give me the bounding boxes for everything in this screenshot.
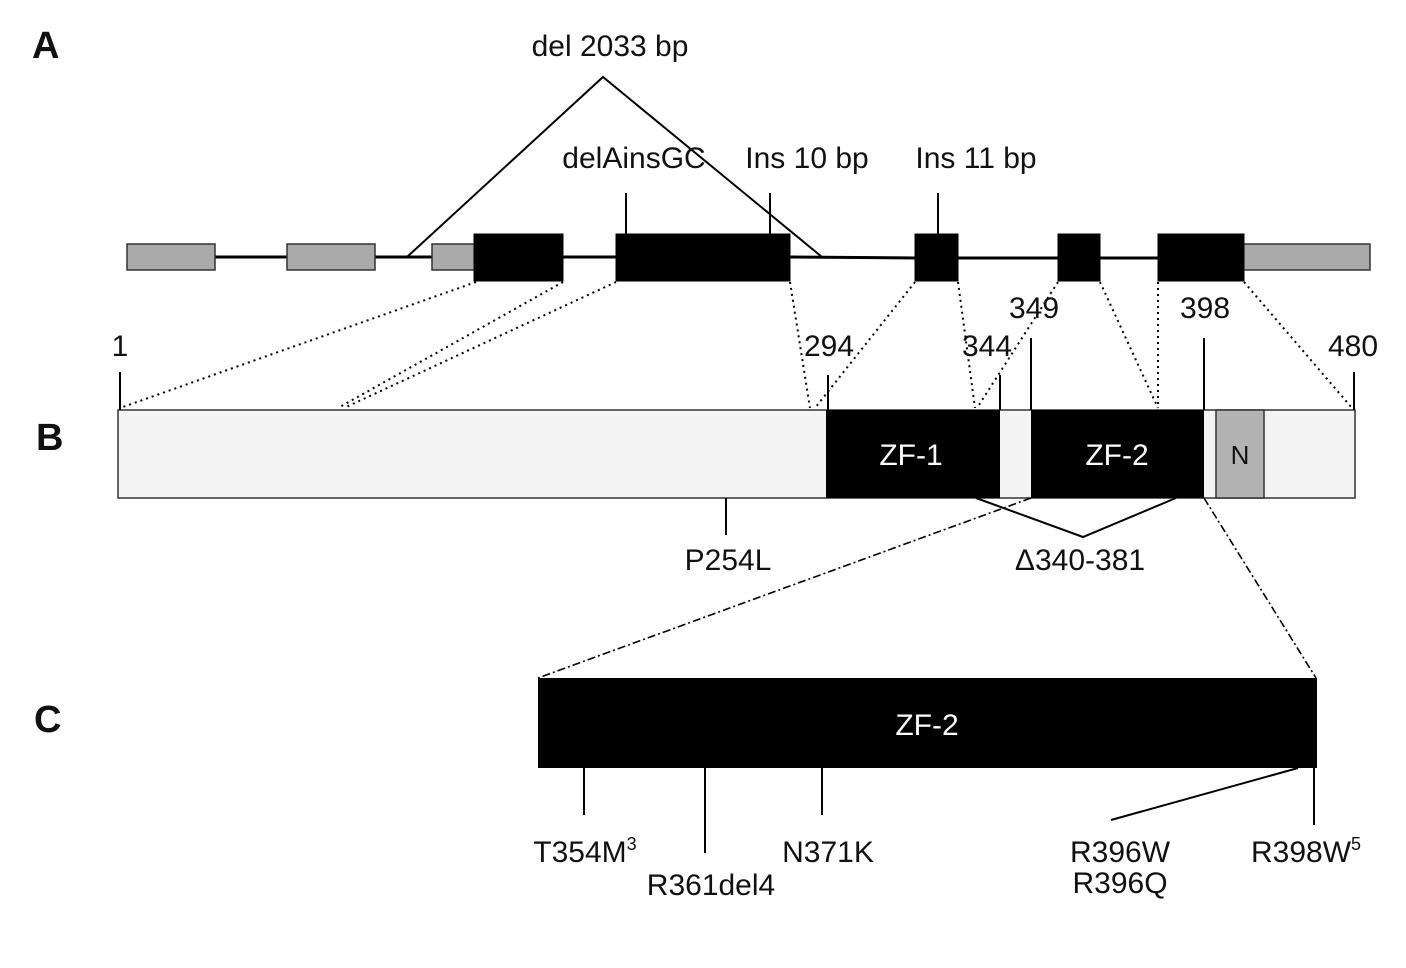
deletion-label: del 2033 bp (532, 30, 689, 63)
panel-label-a: A (32, 25, 59, 67)
exon-to-protein-mapping (119, 281, 1353, 409)
mutation-r396w: R396W (1070, 836, 1171, 869)
zf2-detail: ZF-2 T354M3 R361del4 N371K R396W R396Q R… (533, 678, 1361, 902)
zf2-label: ZF-2 (1085, 439, 1148, 472)
mutation-t354m: T354M3 (533, 834, 636, 869)
mutation-r361del4: R361del4 (647, 869, 775, 902)
position-344: 344 (962, 330, 1012, 363)
utr-exon (431, 243, 477, 271)
zf2-domain (1031, 410, 1204, 498)
coding-exon (615, 233, 791, 282)
del340-bracket (975, 497, 1177, 539)
coding-exon (473, 233, 564, 282)
n-label: N (1231, 440, 1250, 470)
intron-line (789, 255, 916, 260)
utr-exon (286, 243, 376, 271)
utr-exon (1242, 243, 1371, 271)
utr-exon (126, 243, 216, 271)
panel-label-c: C (34, 699, 61, 741)
zf1-label: ZF-1 (879, 439, 942, 472)
zf2-detail-title: ZF-2 (895, 709, 958, 742)
delins-label: delAinsGC (562, 142, 705, 175)
gene-structure: del 2033 bp delAinsGC Ins 10 bp Ins 11 b… (126, 30, 1371, 282)
position-349: 349 (1009, 292, 1059, 325)
p254l-label: P254L (685, 544, 772, 577)
coding-exon (914, 233, 959, 282)
coding-exon (1157, 233, 1245, 282)
del340-label: Δ340-381 (1015, 544, 1145, 577)
ins11-label: Ins 11 bp (915, 142, 1036, 175)
zoom-lines (537, 497, 1317, 679)
n-domain (1215, 409, 1265, 499)
panel-label-b: B (36, 417, 63, 459)
position-398: 398 (1180, 292, 1230, 325)
position-294: 294 (804, 330, 854, 363)
mutation-r398w: R398W5 (1251, 834, 1361, 869)
zf2-detail-bar (538, 678, 1317, 768)
protein-structure: ZF-1 ZF-2 N 1 294 344 349 398 480 P254L … (112, 292, 1378, 577)
ins10-label: Ins 10 bp (745, 142, 868, 175)
deletion-bracket (406, 75, 823, 258)
position-1: 1 (112, 330, 129, 363)
position-480: 480 (1328, 330, 1378, 363)
mutation-r396q: R396Q (1072, 867, 1167, 900)
coding-exon (1057, 233, 1101, 282)
mutation-n371k: N371K (782, 836, 874, 869)
mutation-tick (1110, 767, 1299, 821)
zf1-domain (826, 410, 1000, 498)
